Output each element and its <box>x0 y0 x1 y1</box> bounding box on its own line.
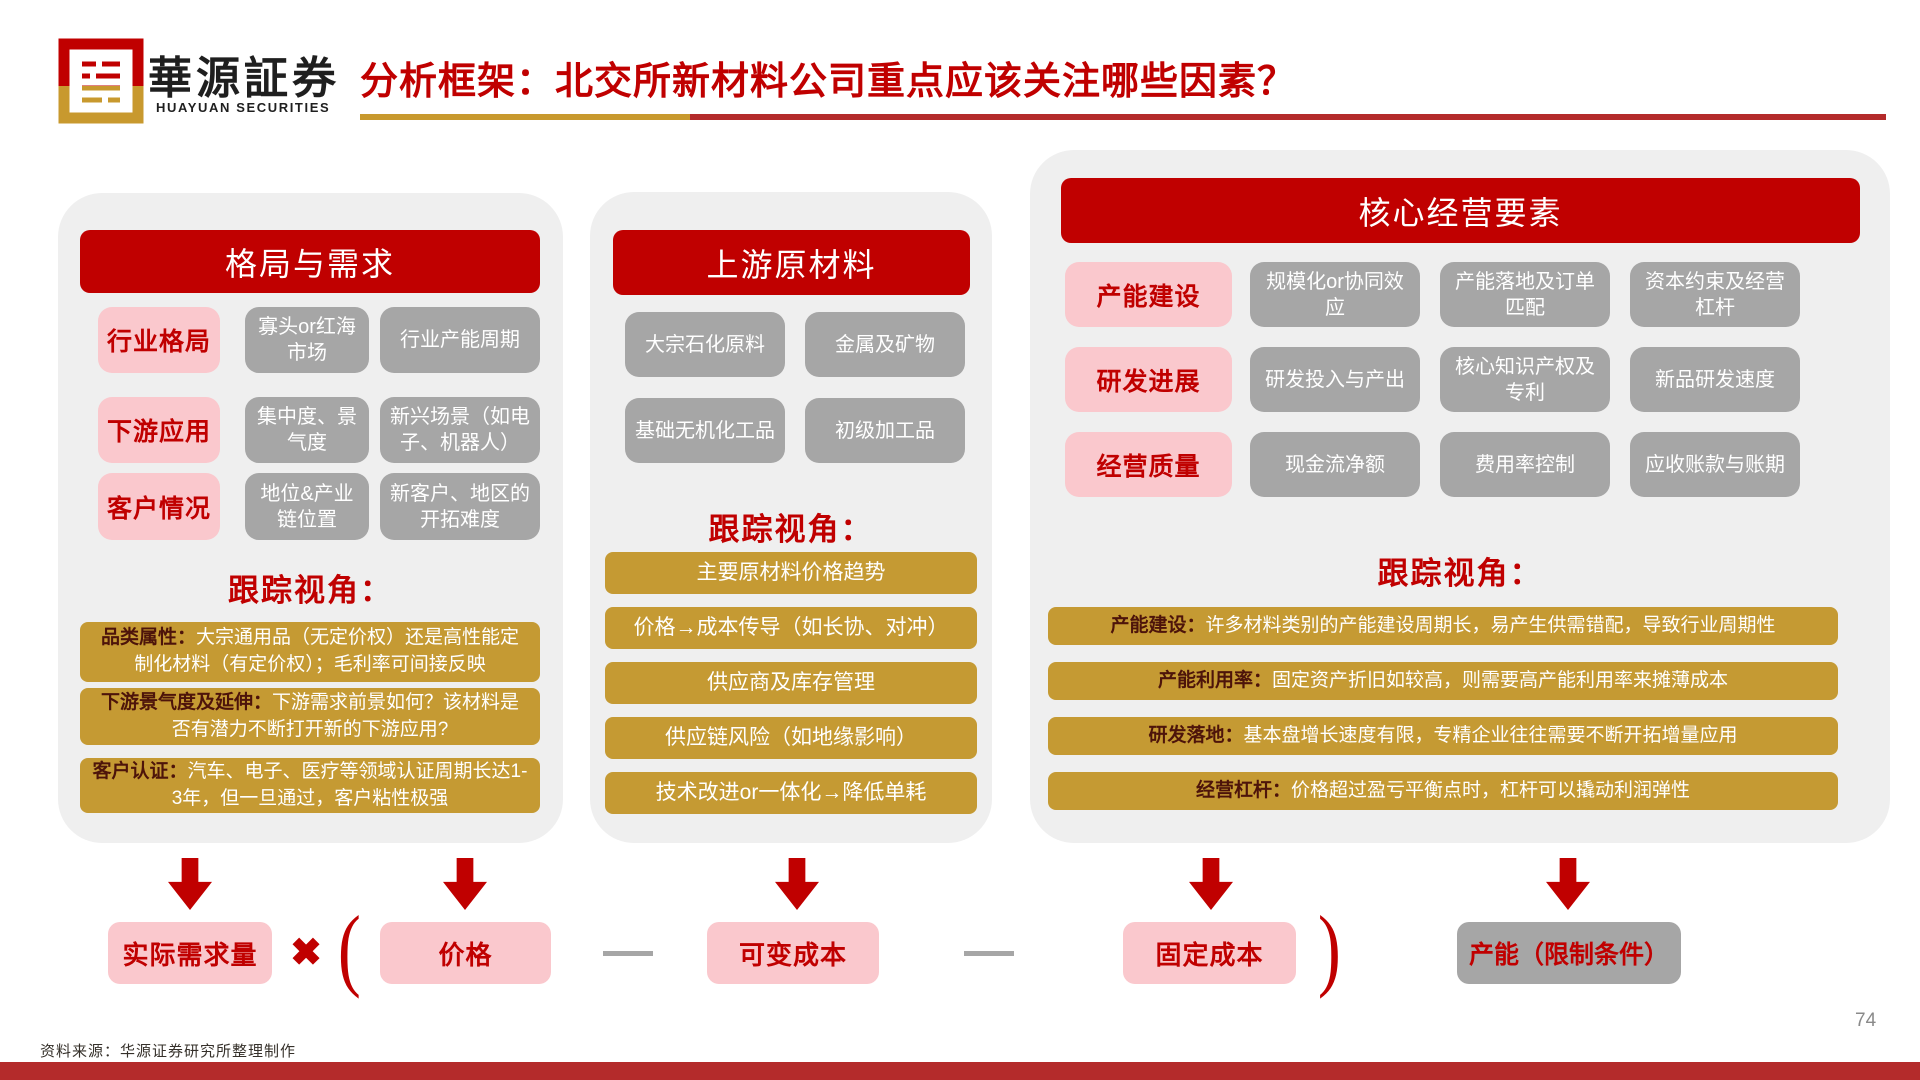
formula-actual-demand: 实际需求量 <box>108 922 272 984</box>
huayuan-logo-icon <box>58 38 144 124</box>
tracking-title-left: 跟踪视角： <box>228 573 393 608</box>
tracking-item-downstream: 下游景气度及延伸：下游需求前景如何？该材料是否有潜力不断打开新的下游应用? <box>80 688 540 745</box>
tracking-item-lead: 产能利用率： <box>1157 669 1272 691</box>
tracking-item-operating-leverage: 经营杠杆：价格超过盈亏平衡点时，杠杆可以撬动利润弹性 <box>1048 772 1838 810</box>
panel-upstream: 上游原材料 大宗石化原料 金属及矿物 基础无机化工品 初级加工品 跟踪视角： 主… <box>590 192 992 843</box>
item-receivables-terms: 应收账款与账期 <box>1630 432 1800 497</box>
down-arrow-icon <box>168 858 212 910</box>
tracking-item-tech-improvement: 技术改进or一体化→降低单耗 <box>605 772 977 814</box>
close-paren: ) <box>1317 897 1341 999</box>
panel-upstream-title: 上游原材料 <box>613 230 970 295</box>
tracking-item-capacity-cycle: 产能建设：许多材料类别的产能建设周期长，易产生供需错配，导致行业周期性 <box>1048 607 1838 645</box>
panel-demand: 格局与需求 行业格局 寡头or红海市场 行业产能周期 下游应用 集中度、景气度 … <box>58 193 563 843</box>
formula-capacity-constraint: 产能（限制条件） <box>1457 922 1681 984</box>
down-arrow-icon <box>775 858 819 910</box>
down-arrow-icon <box>1546 858 1590 910</box>
label-rd-progress: 研发进展 <box>1065 347 1232 412</box>
tracking-item-supplier-inventory: 供应商及库存管理 <box>605 662 977 704</box>
tracking-item-category: 品类属性：大宗通用品（无定价权）还是高性能定制化材料（有定价权）；毛利率可间接反… <box>80 622 540 682</box>
formula-price: 价格 <box>380 922 551 984</box>
label-downstream-apps: 下游应用 <box>98 397 220 463</box>
tracking-item-lead: 下游景气度及延伸： <box>100 691 272 713</box>
item-new-customers: 新客户、地区的开拓难度 <box>380 473 540 540</box>
panel-core-ops: 核心经营要素 产能建设 规模化or协同效应 产能落地及订单匹配 资本约束及经营杠… <box>1030 150 1890 843</box>
title-underline-gold <box>360 114 690 120</box>
item-oligopoly-or-redsea: 寡头or红海市场 <box>245 307 369 373</box>
tracking-item-utilization: 产能利用率：固定资产折旧如较高，则需要高产能利用率来摊薄成本 <box>1048 662 1838 700</box>
label-customer-status: 客户情况 <box>98 473 220 540</box>
bottom-bar <box>0 1062 1920 1080</box>
logo-en-text: HUAYUAN SECURITIES <box>156 100 331 115</box>
item-expense-control: 费用率控制 <box>1440 432 1610 497</box>
item-capacity-order-match: 产能落地及订单匹配 <box>1440 262 1610 327</box>
item-scale-synergy: 规模化or协同效应 <box>1250 262 1420 327</box>
tracking-item-text: 大宗通用品（无定价权）还是高性能定制化材料（有定价权）；毛利率可间接反映 <box>134 627 520 675</box>
item-new-product-speed: 新品研发速度 <box>1630 347 1800 412</box>
down-arrow-icon <box>443 858 487 910</box>
minus-icon: — <box>964 922 1014 978</box>
tracking-item-price-trend: 主要原材料价格趋势 <box>605 552 977 594</box>
panel-demand-title: 格局与需求 <box>80 230 540 293</box>
formula-variable-cost: 可变成本 <box>707 922 879 984</box>
tracking-item-lead: 客户认证： <box>92 760 188 782</box>
tracking-item-lead: 经营杠杆： <box>1195 779 1291 801</box>
open-paren: ( <box>337 897 361 999</box>
item-industry-capacity-cycle: 行业产能周期 <box>380 307 540 373</box>
tracking-title-middle: 跟踪视角： <box>708 512 874 547</box>
down-arrow-icon <box>1189 858 1233 910</box>
tracking-item-text: 下游需求前景如何？该材料是否有潜力不断打开新的下游应用? <box>171 691 520 740</box>
material-primary-processed: 初级加工品 <box>805 398 965 463</box>
tracking-item-text: 价格超过盈亏平衡点时，杠杆可以撬动利润弹性 <box>1291 779 1691 801</box>
tracking-item-text: 固定资产折旧如较高，则需要高产能利用率来摊薄成本 <box>1272 669 1729 691</box>
minus-icon: — <box>603 922 653 978</box>
label-capacity-construction: 产能建设 <box>1065 262 1232 327</box>
item-concentration: 集中度、景气度 <box>245 397 369 463</box>
label-industry-pattern: 行业格局 <box>98 307 220 373</box>
panel-core-ops-title: 核心经营要素 <box>1061 178 1860 243</box>
tracking-item-text: 许多材料类别的产能建设周期长，易产生供需错配，导致行业周期性 <box>1205 614 1776 636</box>
page-number: 74 <box>1855 1010 1877 1031</box>
material-inorganic-chem: 基础无机化工品 <box>625 398 785 463</box>
label-operating-quality: 经营质量 <box>1065 432 1232 497</box>
tracking-item-certification: 客户认证：汽车、电子、医疗等领域认证周期长达1-3年，但一旦通过，客户粘性极强 <box>80 758 540 813</box>
material-metals-minerals: 金属及矿物 <box>805 312 965 377</box>
item-capital-leverage: 资本约束及经营杠杆 <box>1630 262 1800 327</box>
title-underline-red <box>690 114 1886 120</box>
item-rd-input-output: 研发投入与产出 <box>1250 347 1420 412</box>
formula-fixed-cost: 固定成本 <box>1123 922 1296 984</box>
item-net-cashflow: 现金流净额 <box>1250 432 1420 497</box>
tracking-title-right: 跟踪视角： <box>1377 556 1543 591</box>
tracking-item-text: 汽车、电子、医疗等领域认证周期长达1-3年，但一旦通过，客户粘性极强 <box>171 760 528 809</box>
tracking-item-lead: 品类属性： <box>100 627 196 649</box>
multiply-icon: ✖ <box>290 932 322 974</box>
tracking-item-lead: 产能建设： <box>1110 614 1206 636</box>
logo-cn-text: 華源証券 <box>148 54 340 103</box>
material-petrochemical: 大宗石化原料 <box>625 312 785 377</box>
page-title: 分析框架：北交所新材料公司重点应该关注哪些因素？ <box>360 61 1297 103</box>
source-note: 资料来源：华源证券研究所整理制作 <box>40 1043 297 1060</box>
tracking-item-text: 基本盘增长速度有限，专精企业往往需要不断开拓增量应用 <box>1243 724 1738 746</box>
item-new-scenarios: 新兴场景（如电子、机器人） <box>380 397 540 463</box>
item-ip-patents: 核心知识产权及专利 <box>1440 347 1610 412</box>
tracking-item-cost-passthrough: 价格→成本传导（如长协、对冲） <box>605 607 977 649</box>
tracking-item-supplychain-risk: 供应链风险（如地缘影响） <box>605 717 977 759</box>
tracking-item-rd-landing: 研发落地：基本盘增长速度有限，专精企业往往需要不断开拓增量应用 <box>1048 717 1838 755</box>
item-position-chain: 地位&产业链位置 <box>245 473 369 540</box>
tracking-item-lead: 研发落地： <box>1148 724 1244 746</box>
